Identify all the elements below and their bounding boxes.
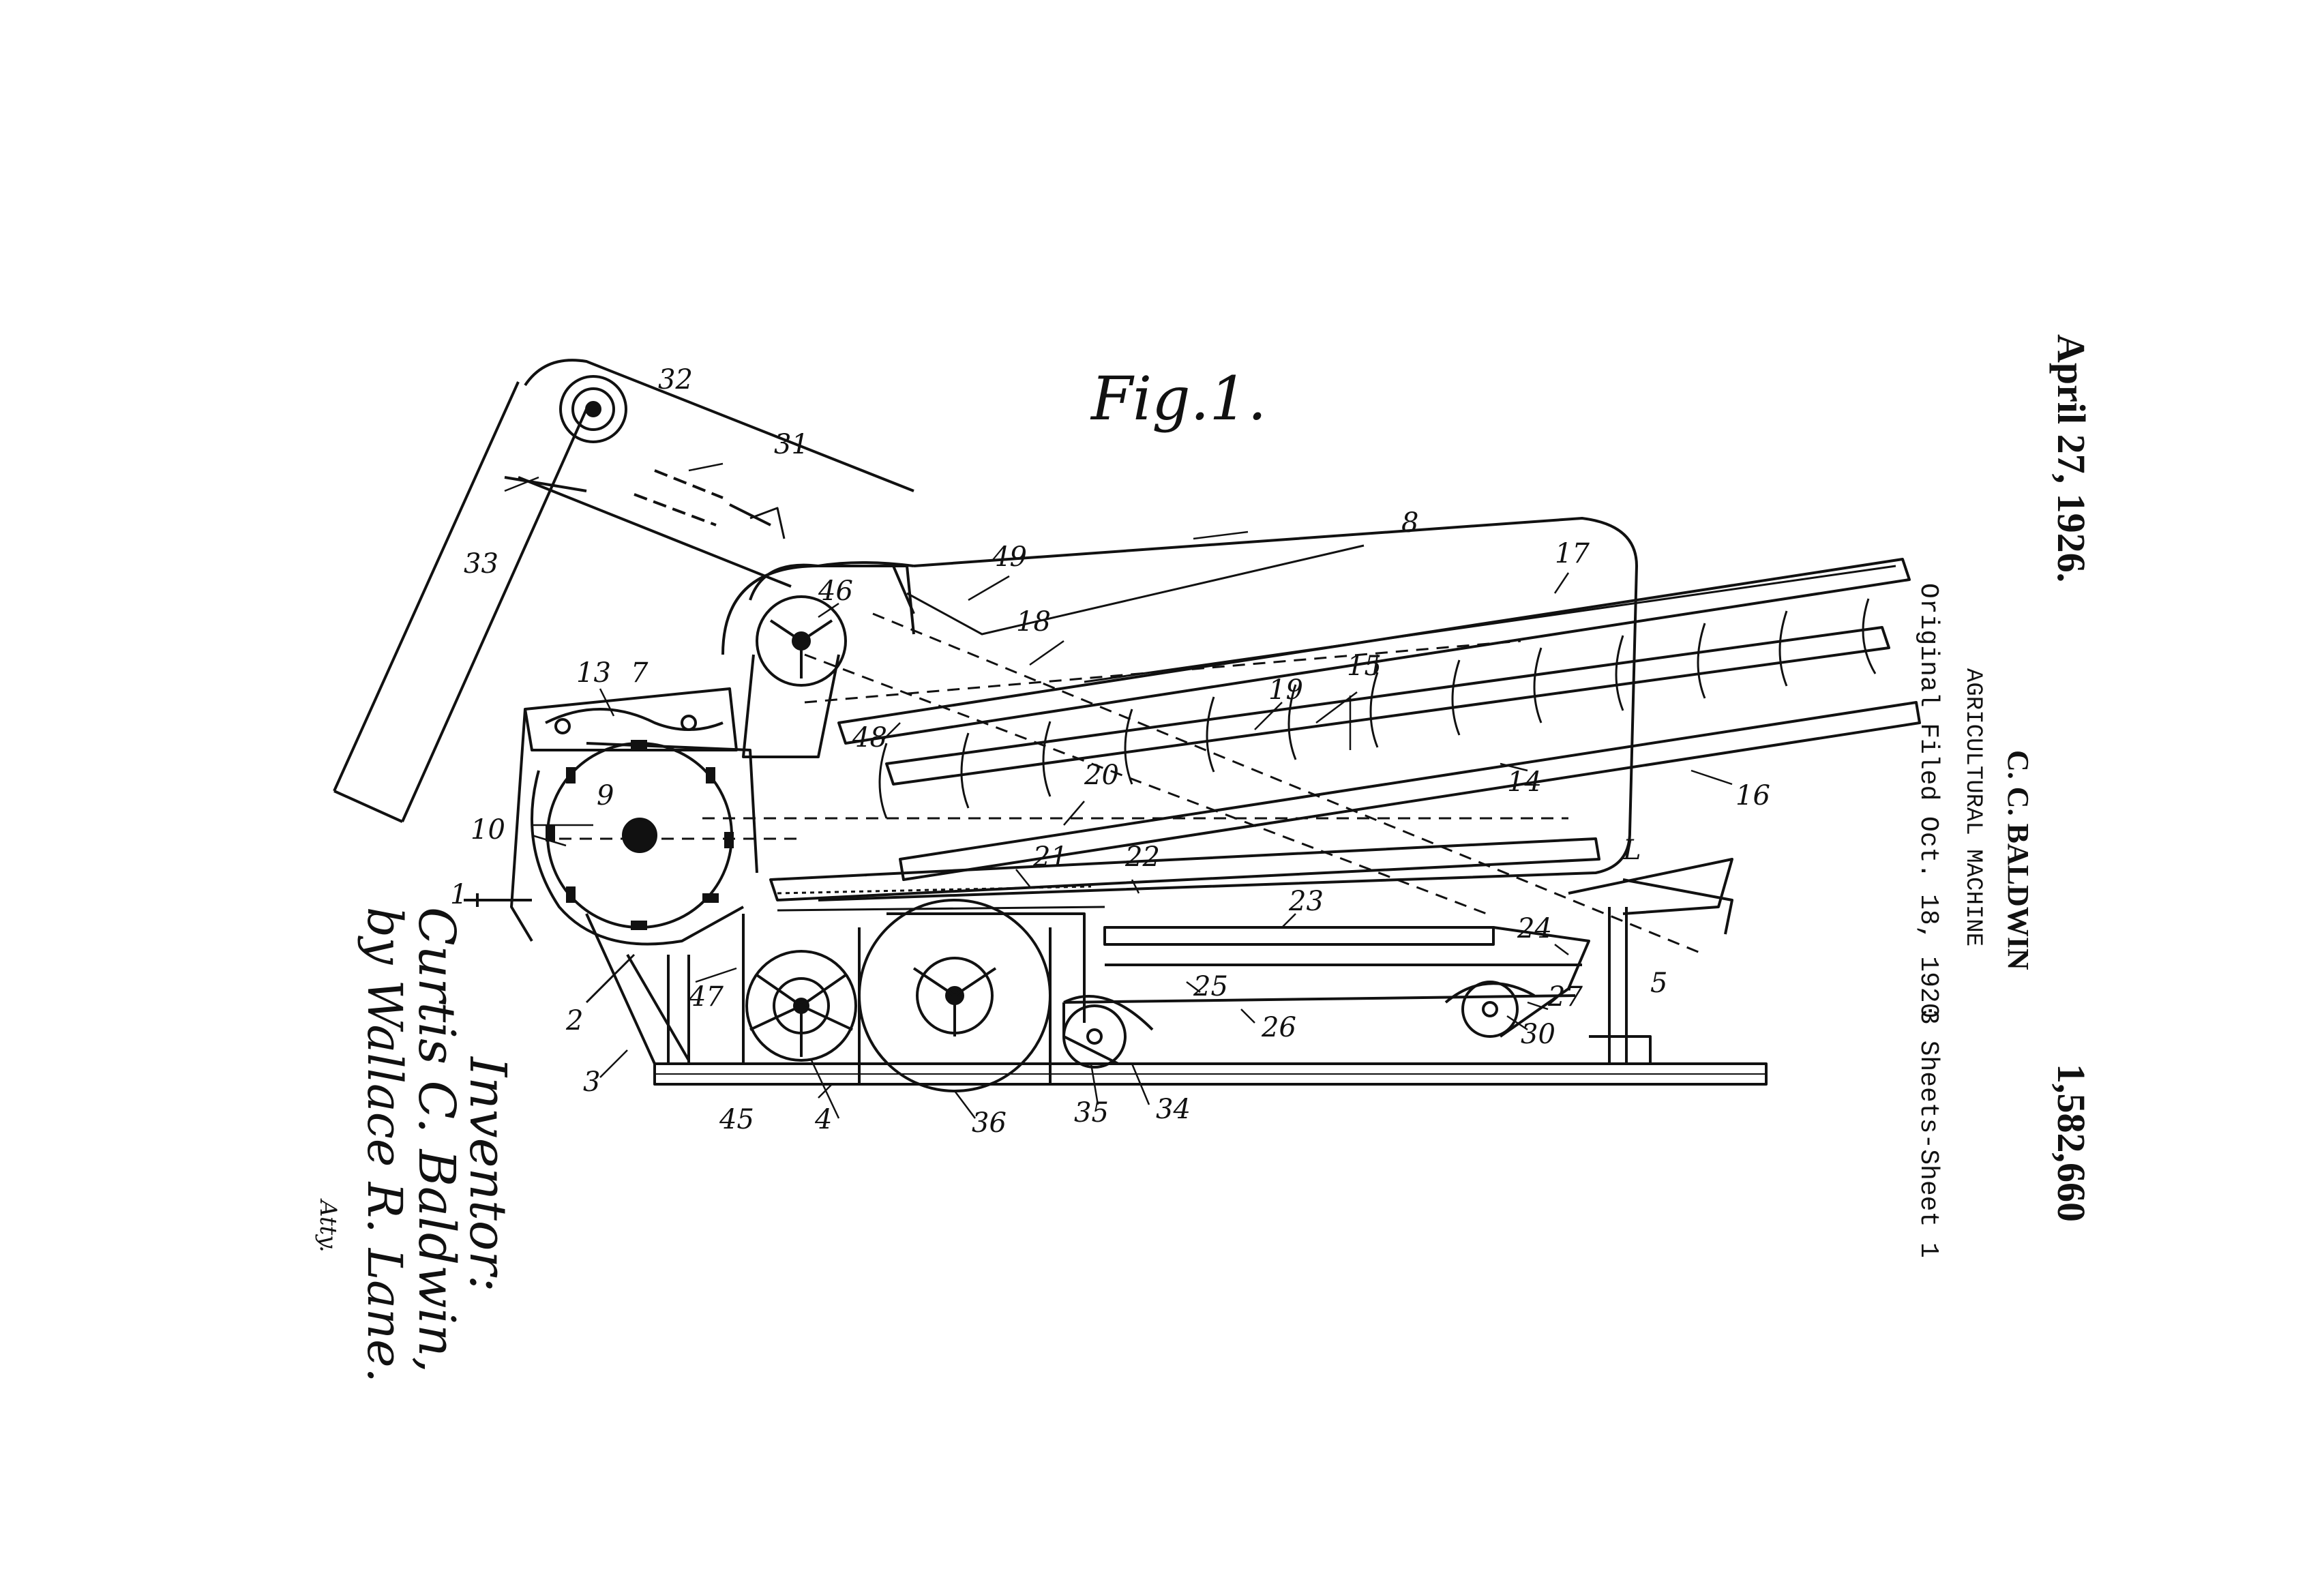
base-frame [585, 907, 1768, 1086]
sieves [1062, 926, 1590, 1065]
ref-27: 27 [1547, 981, 1583, 1013]
ref-36: 36 [972, 1107, 1007, 1139]
ref-45: 45 [719, 1104, 754, 1135]
ref-35: 35 [1074, 1097, 1109, 1129]
auger-30 [1444, 981, 1535, 1038]
reference-numerals: 1 2 3 4 5 7 8 9 10 13 14 15 16 17 18 19 … [450, 364, 1770, 1139]
grain-pan [769, 837, 1600, 912]
machine-drawing [333, 359, 1921, 1119]
ref-16: 16 [1735, 780, 1770, 811]
auger-34 [1062, 995, 1154, 1069]
fan-46 [742, 563, 915, 758]
ref-8: 8 [1401, 507, 1418, 539]
elevator-conveyor [333, 359, 914, 823]
ref-23: 23 [1288, 886, 1324, 917]
ref-21: 21 [1032, 841, 1068, 873]
ref-25: 25 [1193, 971, 1228, 1002]
sheet-count: 3 Sheets-Sheet 1 [1913, 1009, 1943, 1258]
hidden-lines [559, 612, 1705, 956]
patent-date: April 27, 1926. [2049, 334, 2094, 582]
feeder-assembly [510, 687, 738, 942]
discharge-chute [1568, 858, 1733, 935]
ref-19: 19 [1268, 674, 1303, 706]
inventor-name: C. C. BALDWIN [2001, 750, 2035, 970]
ref-7: 7 [631, 657, 649, 689]
ref-9: 9 [597, 780, 614, 811]
ref-L: L [1622, 835, 1641, 866]
attorney-signature: by Wallace R. Lane. [357, 907, 413, 1383]
patent-header: April 27, 1926. C. C. BALDWIN 1,582,660 … [1913, 334, 2094, 1258]
threshing-cylinder [531, 740, 758, 946]
signature-block: Inventor: Curtis C. Baldwin, by Wallace … [314, 907, 517, 1383]
patent-number: 1,582,660 [2049, 1064, 2094, 1222]
inventor-role: Inventor: [458, 1056, 517, 1292]
ref-31: 31 [774, 429, 809, 460]
ref-14: 14 [1507, 766, 1542, 798]
ref-10: 10 [471, 814, 505, 846]
ref-18: 18 [1016, 606, 1051, 638]
levers [464, 893, 690, 1064]
ref-26: 26 [1261, 1012, 1296, 1043]
ref-33: 33 [464, 548, 498, 580]
ref-24: 24 [1517, 913, 1552, 944]
ref-22: 22 [1124, 841, 1160, 873]
inventor-signature: Curtis C. Baldwin, [407, 907, 466, 1373]
figure-label: Fig.1. [1090, 363, 1266, 434]
ref-2: 2 [565, 1005, 583, 1036]
ref-32: 32 [658, 364, 693, 395]
ref-48: 48 [852, 722, 887, 753]
leader-lines [504, 462, 1733, 1119]
ref-46: 46 [818, 576, 853, 607]
ref-13: 13 [576, 657, 611, 689]
ref-49: 49 [992, 541, 1027, 573]
ref-15: 15 [1347, 651, 1382, 682]
ref-1: 1 [450, 879, 467, 910]
patent-title: AGRICULTURAL MACHINE [1960, 668, 1986, 946]
ref-47: 47 [688, 981, 724, 1013]
ref-4: 4 [814, 1104, 832, 1135]
fan-45 [742, 914, 857, 1065]
attorney-suffix: Atty. [314, 1198, 342, 1253]
ref-5: 5 [1650, 968, 1667, 999]
ref-34: 34 [1156, 1094, 1191, 1125]
ref-20: 20 [1084, 760, 1119, 791]
filing-date: Original Filed Oct. 18, 1920 [1913, 583, 1943, 1019]
ref-30: 30 [1521, 1019, 1555, 1050]
straw-rack [837, 558, 1921, 881]
ref-17: 17 [1555, 538, 1590, 569]
ref-3: 3 [583, 1066, 600, 1098]
